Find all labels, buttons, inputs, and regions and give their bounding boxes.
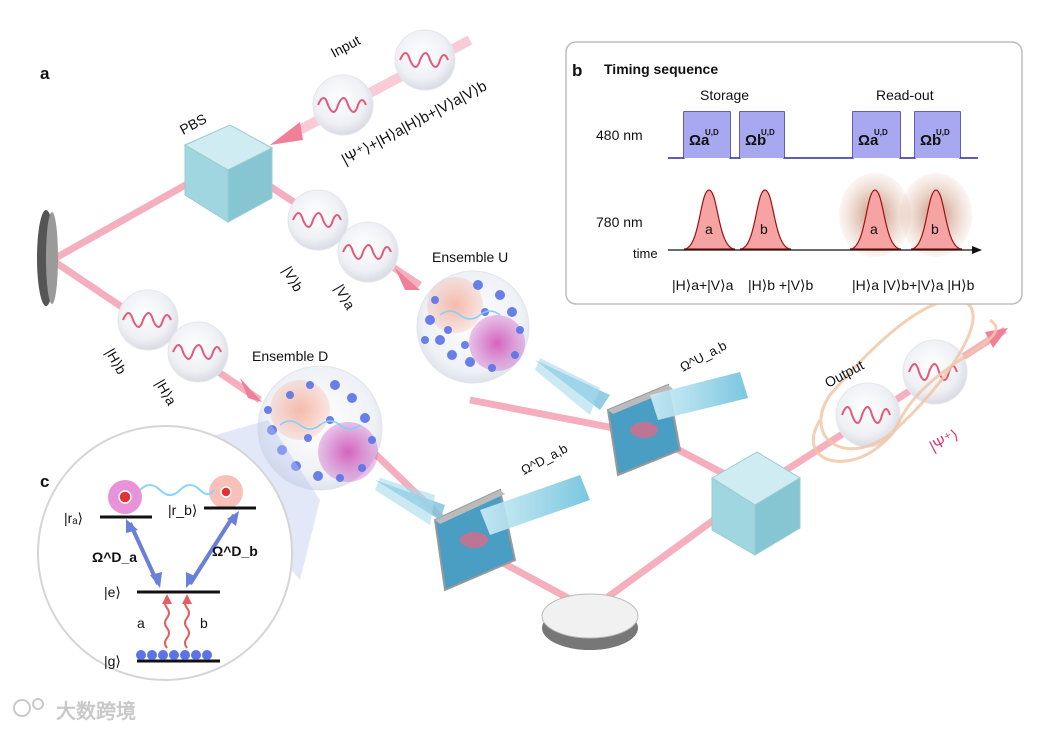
pbs-label: PBS [177,110,209,137]
photon-v-a [337,221,399,283]
h-a-label: |H⟩a [152,377,179,409]
photon-h-a [167,321,229,383]
probe-a-wave [164,597,170,649]
pulse-label-a-2: a [870,221,878,237]
level-diagram-panel: c |rₐ⟩ |r_b⟩ |e⟩ |g⟩ Ω^D_a Ω^D_b a [37,425,293,681]
output-entanglement-loop [811,298,998,463]
state-1: |H⟩a+|V⟩a [672,277,734,293]
pulse-480-a-readout [853,112,900,158]
photon-output-2 [902,339,968,405]
ensemble-d-label: Ensemble D [252,348,328,364]
photon-input-2 [394,29,456,91]
time-axis-arrow [972,246,982,254]
omega-a-storage: Ωa [689,132,710,149]
pulse-780-a-storage [683,189,736,250]
arrow-output [985,328,1008,348]
pulse-label-a-1: a [705,221,713,237]
omega-a-storage-sup: U,D [705,128,719,137]
level-g-label: |g⟩ [104,653,121,669]
nm780-label: 780 nm [596,214,643,230]
readout-label: Read-out [876,87,934,103]
probe-a-label: a [137,615,145,631]
control-beam-d [375,475,590,535]
pulse-480-b-storage [740,112,784,158]
photon-v-b [287,189,349,251]
ensemble-u-label: Ensemble U [432,249,508,265]
pulse-480-b-readout [915,112,960,158]
probe-b-wave [184,597,190,649]
pulse-780-a-readout [849,189,902,250]
control-arrows [128,513,236,586]
omega-u-label: Ω^U_a,b [677,338,729,375]
time-label: time [633,246,658,261]
ensemble-d [257,365,383,491]
omega-a-d-label: Ω^D_a [92,549,137,565]
pulse-label-b-2: b [931,221,939,237]
omega-b-readout: Ωb [920,132,941,149]
watermark-logo [13,698,44,717]
photon-input-1 [312,74,374,136]
mirror-left [37,210,58,306]
photon-h-b [117,289,179,351]
storage-label: Storage [700,87,749,103]
omega-a-readout: Ωa [858,132,879,149]
pulse-label-b-1: b [760,221,768,237]
beam-splitter-cube [711,451,801,556]
watermark: 大数跨境 [56,699,136,723]
arrow-head-b [186,572,197,588]
level-e-label: |e⟩ [104,584,121,600]
probe-b-label: b [200,615,208,631]
pulse-480-a-storage [684,112,730,158]
mirror-bottom [541,593,639,650]
ensemble-u [416,270,530,384]
control-beam-u [535,358,748,420]
level-rb-label: |r_b⟩ [168,502,197,518]
ensemble-u-atoms [421,280,524,372]
arrow-to-ensemble-u [395,268,420,290]
v-a-label: |V⟩a [331,282,358,313]
state-3: |H⟩a |V⟩b+|V⟩a |H⟩b [852,277,975,293]
pulse-780-b-storage [739,189,792,250]
timing-title: Timing sequence [604,61,718,77]
omega-b-storage: Ωb [745,132,766,149]
panel-c-letter: c [40,472,49,491]
arrow-head-a [150,572,162,588]
omega-d-label: Ω^D_a,b [518,441,570,478]
state-2: |H⟩b +|V⟩b [748,277,813,293]
h-b-label: |H⟩b [102,346,129,378]
omega-b-storage-sup: U,D [761,128,775,137]
nm480-label: 480 nm [596,127,643,143]
pbs-cube [183,124,274,223]
photon-output-1 [835,382,901,448]
photon-spheres [117,29,998,463]
panel-b-letter: b [572,61,582,80]
omega-a-readout-sup: U,D [874,128,888,137]
omega-b-d-label: Ω^D_b [212,543,258,559]
level-ra-label: |rₐ⟩ [64,510,83,526]
arrow-to-ensemble-d [240,378,262,402]
timing-panel: b Timing sequence Storage Read-out 480 n… [565,41,1023,305]
panel-a-letter: a [40,64,50,83]
omega-b-readout-sup: U,D [936,128,950,137]
ground-atoms [136,650,212,660]
interaction-wave [139,484,215,496]
ensemble-d-atoms [264,380,376,482]
pulse-780-b-readout [910,189,963,250]
v-b-label: |V⟩b [279,264,306,295]
input-label: Input [328,32,363,61]
output-state-label: |Ψ⁺⟩ [927,426,962,455]
